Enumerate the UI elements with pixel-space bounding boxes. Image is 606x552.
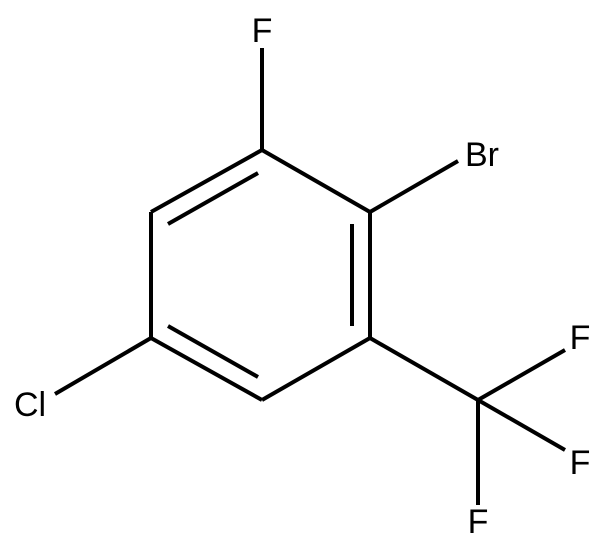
double-bond-inner-c4-c5 [167,324,259,379]
atom-label-f-cf3-lower: F [468,503,489,541]
bond-c3-c4 [261,336,371,402]
bond-cf3-f-upper [477,348,566,402]
atom-label-br: Br [465,136,499,174]
atom-labels: F Br Cl F F F [14,12,590,541]
atom-label-cl: Cl [14,386,46,424]
bond-c6-c1 [150,148,263,214]
bond-cf3-f-right [477,398,566,452]
bond-c5-cl [53,336,153,396]
bond-c4-c5 [150,336,263,402]
double-bond-inner-c6-c1 [167,171,259,226]
atom-label-f-cf3-upper: F [570,319,591,357]
bond-c3-cf3 [369,336,479,402]
bond-c2-br [368,159,460,214]
atom-label-f-cf3-right: F [570,444,591,482]
benzene-ring [149,148,372,402]
bond-c1-c2 [261,148,371,214]
substituent-bonds [53,48,566,505]
atom-label-f-top: F [252,12,273,50]
